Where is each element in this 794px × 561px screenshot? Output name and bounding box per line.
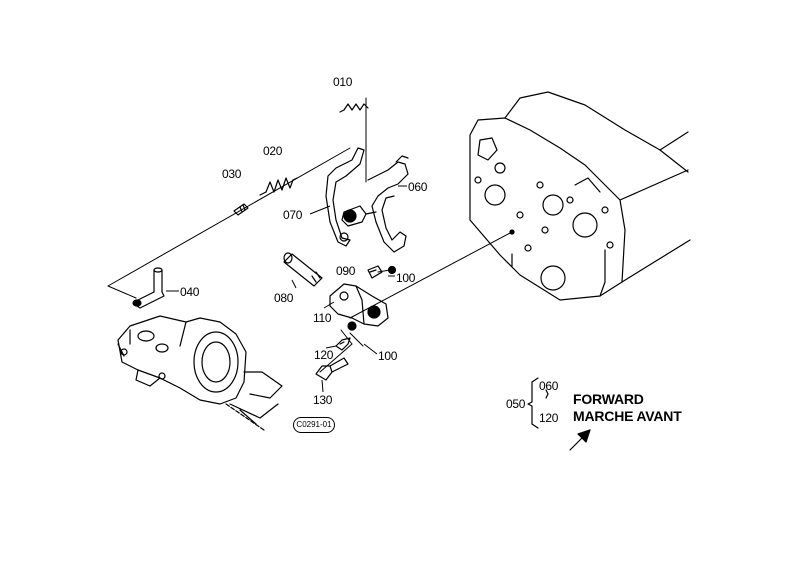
assembly-range-to: 120: [539, 411, 559, 425]
leader-lines: [107, 97, 513, 373]
assembly-code: 050: [506, 397, 526, 411]
part-070-lever: [325, 147, 365, 247]
label-part-080: 080: [274, 291, 294, 305]
forward-arrow-icon: [569, 429, 591, 451]
assembly-brace: [527, 377, 549, 429]
part-090-bolt: [367, 265, 383, 279]
part-110-bracket: [329, 283, 389, 327]
label-part-020: 020: [263, 144, 283, 158]
label-part-130: 130: [313, 393, 333, 407]
part-100-washer: [347, 265, 397, 331]
part-020-spring: [259, 177, 298, 196]
label-part-110: 110: [313, 311, 332, 325]
direction-french: MARCHE AVANT: [573, 408, 682, 424]
part-010-spring: [339, 103, 369, 113]
label-part-100-upper: 100: [396, 271, 416, 285]
part-030-pin: [233, 203, 249, 216]
part-120-screw: [335, 337, 351, 351]
label-part-040: 040: [180, 285, 200, 299]
label-part-070: 070: [283, 208, 303, 222]
transmission-case: [469, 91, 691, 301]
part-130-bolt: [315, 357, 349, 381]
part-060-fork: [341, 155, 409, 253]
part-080-pin: [283, 252, 323, 287]
part-040-shaft: [132, 267, 165, 309]
label-part-060: 060: [408, 180, 428, 194]
direction-english: FORWARD: [573, 391, 644, 407]
label-part-010: 010: [333, 75, 353, 89]
label-part-090: 090: [336, 264, 356, 278]
housing: [117, 315, 283, 431]
figure-code-badge: C0291-01: [293, 417, 335, 433]
assembly-range-from: 060: [539, 379, 559, 393]
label-part-100-lower: 100: [378, 349, 398, 363]
label-part-030: 030: [222, 167, 242, 181]
label-part-120: 120: [314, 348, 334, 362]
